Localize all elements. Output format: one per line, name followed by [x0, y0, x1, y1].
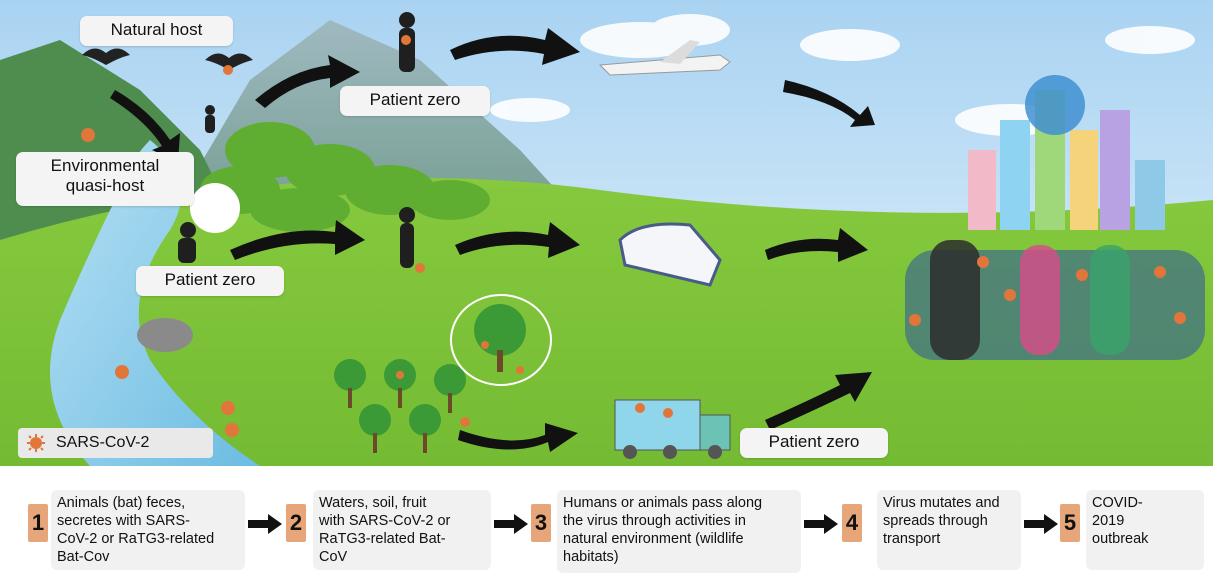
- step-3-number: 3: [531, 504, 551, 542]
- bats: [82, 48, 253, 70]
- arrow-bat-to-environment: [110, 90, 180, 162]
- river: [50, 140, 260, 466]
- step-1-number: 1: [28, 504, 48, 542]
- step-5-number: 5: [1060, 504, 1080, 542]
- environmental-quasi-host-label: Environmental quasi-host: [16, 152, 194, 206]
- crowd: [905, 240, 1205, 360]
- arrow-env-to-walker: [230, 220, 365, 260]
- city: [968, 75, 1165, 230]
- step-2-number: 2: [286, 504, 306, 542]
- step-arrow-4-5: [1024, 514, 1058, 534]
- grass-field: [0, 177, 1213, 466]
- natural-host-label: Natural host: [80, 16, 233, 46]
- step-arrow-1-2: [248, 514, 282, 534]
- patient-zero-bottom-label: Patient zero: [740, 428, 888, 458]
- arrow-patient-to-airplane: [450, 28, 580, 65]
- truck: [614, 399, 731, 459]
- step-4-text: Virus mutates and spreads through transp…: [877, 490, 1021, 570]
- clouds: [490, 14, 1195, 136]
- patient-zero-top-label: Patient zero: [340, 86, 490, 116]
- illustration-scene: Natural host Patient zero Environmental …: [0, 0, 1213, 466]
- step-4-number: 4: [842, 504, 862, 542]
- step-3-text: Humans or animals pass along the virus t…: [557, 490, 801, 573]
- step-arrow-2-3: [494, 514, 528, 534]
- legend: SARS-CoV-2: [18, 428, 213, 458]
- process-steps: 1 Animals (bat) feces, secretes with SAR…: [0, 466, 1213, 573]
- arrow-trees-to-truck: [458, 423, 578, 452]
- flow-arrows: [110, 28, 875, 452]
- virus-particles: [81, 35, 1186, 437]
- people: [178, 12, 415, 268]
- step-1-text: Animals (bat) feces, secretes with SARS-…: [51, 490, 245, 570]
- airplane: [598, 40, 731, 76]
- train: [618, 222, 722, 287]
- rock: [137, 318, 193, 352]
- arrow-train-to-city: [765, 228, 868, 262]
- legend-label: SARS-CoV-2: [56, 434, 150, 451]
- hand-wash-icon: [190, 183, 240, 233]
- forest: [200, 122, 490, 232]
- step-arrow-3-4: [804, 514, 838, 534]
- arrow-airplane-to-city: [783, 80, 875, 127]
- arrow-walker-to-train: [455, 222, 580, 258]
- arrow-truck-to-city: [765, 372, 872, 430]
- patient-zero-middle-label: Patient zero: [136, 266, 284, 296]
- arrow-bat-to-patient-top: [255, 55, 360, 108]
- step-2-text: Waters, soil, fruit with SARS-CoV-2 or R…: [313, 490, 491, 570]
- step-5-text: COVID- 2019 outbreak: [1086, 490, 1204, 570]
- scene-background: [0, 0, 1213, 466]
- virus-icon: [27, 434, 45, 452]
